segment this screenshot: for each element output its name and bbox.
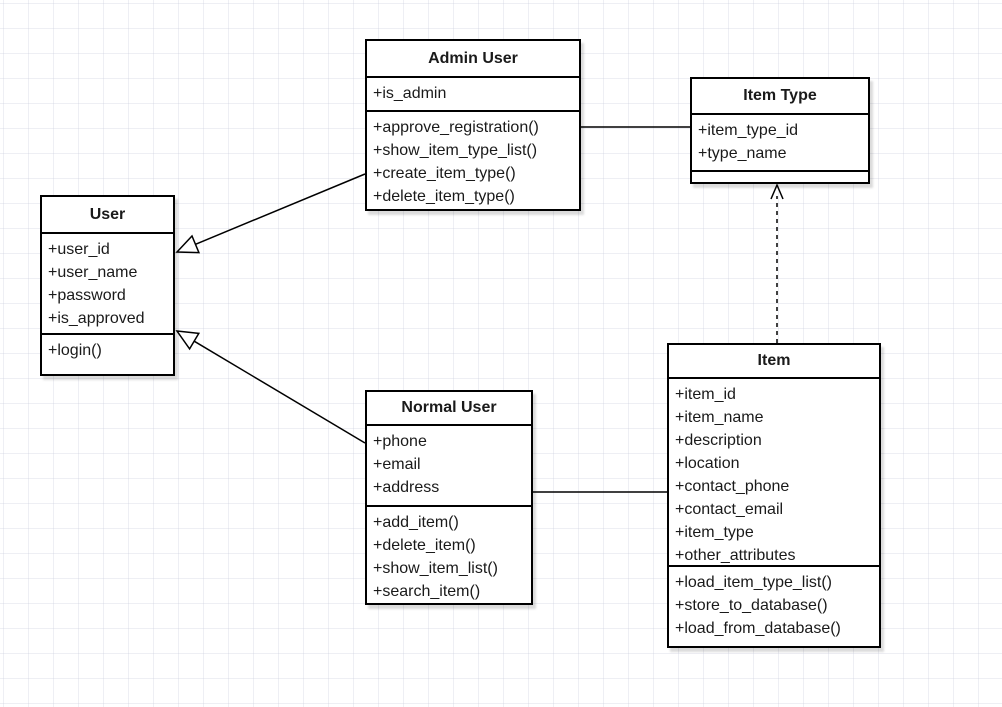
member-row: +delete_item_type() (373, 188, 515, 205)
member-row: +contact_phone (675, 478, 790, 495)
class-item-type[interactable]: Item Type +item_type_id +type_name (690, 77, 870, 184)
member-row: +other_attributes (675, 547, 796, 564)
member-row: +add_item() (373, 514, 459, 531)
class-attributes: +user_id +user_name +password +is_approved (42, 234, 173, 335)
class-attributes: +phone +email +address (367, 426, 531, 507)
class-attributes: +item_id +item_name +description +location +… (669, 379, 879, 567)
class-methods: +approve_registration() +show_item_type_l… (367, 112, 579, 209)
member-row: +is_approved (48, 310, 145, 327)
member-row: +description (675, 432, 762, 449)
member-row: +load_item_type_list() (675, 574, 832, 591)
member-row: +email (373, 456, 421, 473)
member-row: +item_type_id (698, 122, 799, 139)
edge-item-to-item-type-dependency[interactable] (770, 183, 784, 343)
class-user[interactable]: User +user_id +user_name +password +is_appr… (40, 195, 175, 376)
member-row: +show_item_type_list() (373, 142, 538, 159)
class-item[interactable]: Item +item_id +item_name +description +loca… (667, 343, 881, 648)
member-row: +contact_email (675, 501, 784, 518)
member-row: +delete_item() (373, 537, 476, 554)
member-row: +create_item_type() (373, 165, 516, 182)
edge-normal-user-to-user-inheritance[interactable] (175, 330, 366, 444)
class-attributes: +item_type_id +type_name (692, 115, 868, 172)
member-row: +show_item_list() (373, 560, 498, 577)
open-arrowhead-icon (770, 183, 784, 200)
edge-admin-user-to-user-inheritance[interactable] (175, 173, 366, 254)
class-methods: +load_item_type_list() +store_to_database… (669, 567, 879, 646)
member-row: +item_id (675, 386, 736, 403)
member-row: +item_type (675, 524, 754, 541)
class-title: Item (669, 345, 879, 379)
class-attributes: +is_admin (367, 78, 579, 112)
member-row: +type_name (698, 145, 787, 162)
class-title: Admin User (367, 41, 579, 78)
member-row: +load_from_database() (675, 620, 841, 637)
class-title: Item Type (692, 79, 868, 115)
member-row: +address (373, 479, 440, 496)
member-row: +user_name (48, 264, 138, 281)
member-row: +store_to_database() (675, 597, 828, 614)
class-title: Normal User (367, 392, 531, 426)
member-row: +location (675, 455, 740, 472)
class-title: User (42, 197, 173, 234)
class-methods (692, 172, 868, 182)
class-normal-user[interactable]: Normal User +phone +email +address +add_it… (365, 390, 533, 605)
member-row: +is_admin (373, 85, 447, 102)
inheritance-triangle-icon (175, 234, 201, 254)
class-methods: +add_item() +delete_item() +show_item_list… (367, 507, 531, 603)
member-row: +user_id (48, 241, 110, 258)
member-row: +password (48, 287, 126, 304)
member-row: +login() (48, 342, 102, 359)
member-row: +phone (373, 433, 427, 450)
member-row: +item_name (675, 409, 764, 426)
class-methods: +login() (42, 335, 173, 374)
class-admin-user[interactable]: Admin User +is_admin +approve_registrati… (365, 39, 581, 211)
inheritance-triangle-icon (175, 330, 201, 351)
member-row: +approve_registration() (373, 119, 539, 136)
member-row: +search_item() (373, 583, 481, 600)
